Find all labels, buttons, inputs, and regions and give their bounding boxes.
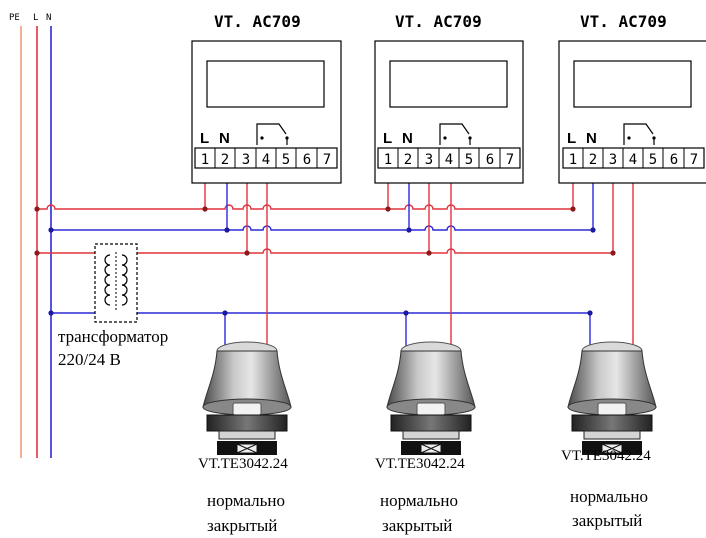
junction-node (202, 206, 208, 212)
terminal-6: 6 (670, 152, 678, 168)
terminal-3: 3 (242, 152, 250, 168)
junction-node (570, 206, 576, 212)
terminal-4: 4 (629, 152, 637, 168)
terminal-block (194, 147, 338, 169)
terminal-3: 3 (425, 152, 433, 168)
live-supply-wire (37, 204, 573, 210)
terminal-name-n: N (219, 130, 230, 147)
junction-node (224, 227, 230, 233)
actuator-model: VT.TE3042.24 (375, 456, 465, 472)
terminal-7: 7 (690, 152, 698, 168)
terminal-1: 1 (569, 152, 577, 168)
relay-contact-dot (443, 136, 447, 140)
junction-node (426, 250, 432, 256)
terminal-name-l: L (567, 130, 576, 147)
terminal-4: 4 (262, 152, 270, 168)
junction-node (406, 227, 412, 233)
junction-node (403, 310, 409, 316)
terminal-block (562, 147, 705, 169)
thermostat-model: VT. AC709 (580, 12, 667, 31)
transformer-primary-coil (104, 254, 111, 306)
actuator-mode-line1: нормально (380, 491, 458, 510)
actuator-3: VT.TE3042.24 нормально закрытый (561, 341, 657, 530)
junction-node (48, 227, 54, 233)
neutral-junction-nodes (48, 227, 596, 316)
thermostat-3: VT. AC709 L N 1 2 3 4 5 6 7 (558, 12, 706, 184)
thermostat-display (206, 60, 325, 108)
neutral-supply-wire (51, 225, 593, 231)
transformer-label: трансформатор (58, 327, 168, 346)
relay-contact-dot (652, 136, 656, 140)
terminal-5: 5 (465, 152, 473, 168)
thermostat-2: VT. AC709 L N 1 2 3 4 5 6 7 (374, 12, 524, 184)
terminal-name-l: L (200, 130, 209, 147)
thermostat-model: VT. AC709 (214, 12, 301, 31)
terminal-6: 6 (303, 152, 311, 168)
transformer-body (94, 243, 138, 323)
terminal-2: 2 (404, 152, 412, 168)
terminal-2: 2 (589, 152, 597, 168)
actuator-mode-line2: закрытый (382, 516, 452, 535)
terminal-3: 3 (609, 152, 617, 168)
junction-node (590, 227, 596, 233)
actuator-mode-line1: нормально (570, 487, 648, 506)
actuator-mode-line1: нормально (207, 491, 285, 510)
relay-contact-dot (285, 136, 289, 140)
actuator-model: VT.TE3042.24 (561, 448, 651, 464)
relay-contact-dot (260, 136, 264, 140)
terminal-2: 2 (221, 152, 229, 168)
actuator-head (202, 341, 292, 456)
terminal-1: 1 (384, 152, 392, 168)
bus-label-l: L (33, 13, 38, 23)
terminal-6: 6 (486, 152, 494, 168)
terminal-5: 5 (282, 152, 290, 168)
junction-node (587, 310, 593, 316)
actuator-head (567, 341, 657, 456)
terminal-name-l: L (383, 130, 392, 147)
terminal-name-n: N (586, 130, 597, 147)
actuator-head (386, 341, 476, 456)
relay-contact-dot (627, 136, 631, 140)
relay-contact-dot (468, 136, 472, 140)
actuator-mode-line2: закрытый (572, 511, 642, 530)
actuator-2: VT.TE3042.24 нормально закрытый (375, 341, 476, 535)
actuator-mode-line2: закрытый (207, 516, 277, 535)
junction-nodes (34, 206, 616, 256)
junction-node (48, 310, 54, 316)
junction-node (222, 310, 228, 316)
bus-label-n: N (46, 13, 51, 23)
transformer-secondary-coil (121, 254, 128, 306)
thermostat-display (389, 60, 508, 108)
junction-node (244, 250, 250, 256)
actuator-model: VT.TE3042.24 (198, 456, 288, 472)
bus-label-pe: PE (9, 13, 20, 23)
thermostat-display (573, 60, 692, 108)
terminal-name-n: N (402, 130, 413, 147)
transformer-secondary-live-wire (137, 248, 613, 254)
thermostat-model: VT. AC709 (395, 12, 482, 31)
terminal-block (377, 147, 521, 169)
terminal-1: 1 (201, 152, 209, 168)
thermostat-1: VT. AC709 L N 1 2 3 4 5 6 7 (191, 12, 342, 184)
junction-node (610, 250, 616, 256)
junction-node (34, 206, 40, 212)
terminal-7: 7 (323, 152, 331, 168)
junction-node (385, 206, 391, 212)
transformer-rating: 220/24 В (58, 350, 121, 369)
actuator-1: VT.TE3042.24 нормально закрытый (198, 341, 292, 535)
transformer (94, 243, 138, 323)
terminal-5: 5 (649, 152, 657, 168)
terminal-7: 7 (506, 152, 514, 168)
junction-node (34, 250, 40, 256)
terminal-4: 4 (445, 152, 453, 168)
